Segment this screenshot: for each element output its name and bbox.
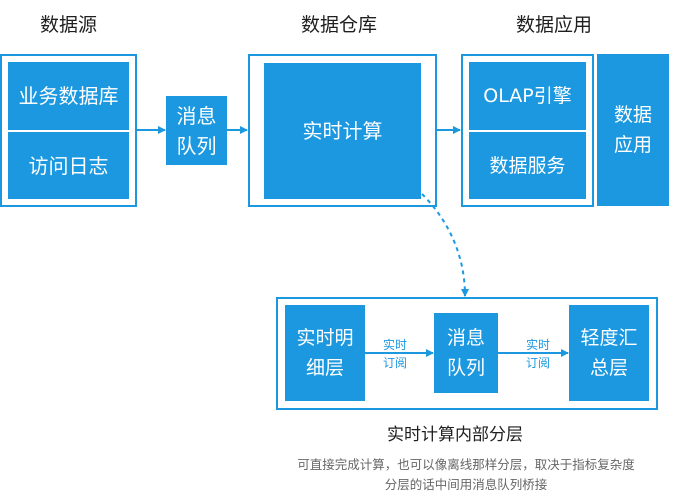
business-db-label: 业务数据库: [18, 84, 119, 108]
summary-layer-line-2: 总层: [589, 357, 628, 379]
dashed-arrow-to-layering: [421, 193, 469, 297]
subscribe-1-line-2: 订阅: [382, 356, 407, 370]
inner-queue-line-1: 消息: [446, 327, 485, 349]
subscribe-2-line-2: 订阅: [525, 356, 550, 370]
olap-engine-block: OLAP引擎: [469, 62, 586, 130]
heading-data-source: 数据源: [40, 14, 98, 36]
detail-layer-line-1: 实时明: [296, 327, 354, 349]
data-service-label: 数据服务: [489, 154, 566, 177]
access-log-block: 访问日志: [8, 132, 129, 199]
message-queue-line-1: 消息: [176, 103, 217, 128]
business-db-block: 业务数据库: [8, 62, 129, 130]
message-queue-line-2: 队列: [176, 133, 217, 158]
data-app-line-2: 应用: [613, 134, 652, 156]
realtime-subscribe-label-1: 实时 订阅: [371, 336, 419, 372]
note-line-2: 分层的话中间用消息队列桥接: [384, 477, 548, 492]
realtime-compute-block: 实时计算: [264, 63, 421, 199]
summary-layer-line-1: 轻度汇: [580, 327, 638, 349]
subscribe-2-line-1: 实时: [525, 338, 550, 352]
note-line-1: 可直接完成计算，也可以像离线那样分层，取决于指标复杂度: [297, 457, 635, 472]
message-queue-block: 消息 队列: [166, 96, 227, 165]
realtime-subscribe-label-2: 实时 订阅: [514, 336, 562, 372]
detail-layer-line-2: 细层: [305, 357, 344, 379]
subscribe-1-line-1: 实时: [382, 338, 407, 352]
realtime-compute-label: 实时计算: [302, 119, 383, 143]
light-summary-layer-block: 轻度汇 总层: [569, 305, 649, 401]
access-log-label: 访问日志: [28, 153, 109, 178]
data-app-block: 数据 应用: [597, 54, 669, 206]
inner-message-queue-block: 消息 队列: [434, 313, 498, 393]
inner-queue-line-2: 队列: [446, 357, 485, 379]
data-app-line-1: 数据: [613, 104, 652, 126]
heading-data-application: 数据应用: [516, 14, 593, 36]
olap-engine-label: OLAP引擎: [483, 85, 572, 107]
heading-data-warehouse: 数据仓库: [301, 14, 378, 36]
layering-caption: 实时计算内部分层: [387, 425, 523, 445]
realtime-detail-layer-block: 实时明 细层: [285, 305, 365, 401]
layering-note: 可直接完成计算，也可以像离线那样分层，取决于指标复杂度 分层的话中间用消息队列桥…: [236, 455, 677, 495]
data-service-block: 数据服务: [469, 132, 586, 199]
